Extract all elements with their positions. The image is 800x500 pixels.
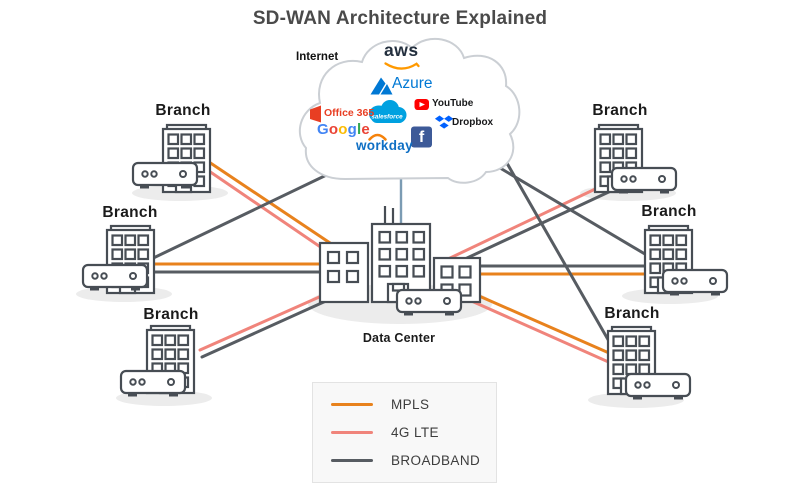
legend-row-mpls: MPLS [331,397,496,412]
data-center-label: Data Center [362,331,436,345]
link-mpls-dc-branch-bottom-right [468,290,627,362]
link-lte-branch-bottom-left-dc [198,288,337,352]
link-lte-dc-branch-bottom-right [465,297,624,370]
branch-label-bottom-left: Branch [143,306,199,323]
facebook-icon [411,126,432,148]
aws-logo-text: aws [384,40,419,60]
office365-icon [310,105,321,123]
legend-label-lte: 4G LTE [391,425,439,440]
salesforce-cloud-icon: salesforce [369,100,407,123]
data-center-buildings [318,206,482,304]
facebook-f-text: f [418,128,425,146]
legend-label-broadband: BROADBAND [391,453,481,468]
branch-label-bottom-right: Branch [604,305,660,322]
internet-cloud [298,38,521,184]
azure-logo-text: Azure [392,75,433,92]
youtube-logo-text: YouTube [432,98,474,109]
office365-logo-text: Office 365 [324,107,375,119]
branch-label-top-left: Branch [155,102,211,119]
branch-router-mid-left [81,263,149,292]
link-lte-branch-top-left-dc [204,167,343,263]
branch-router-top-left [131,161,199,190]
branch-router-top-right [610,166,678,195]
legend-row-lte: 4G LTE [331,425,496,440]
legend-row-broadband: BROADBAND [331,453,496,468]
azure-triangle-icon [370,77,393,95]
link-bb-branch-top-right-dc [450,188,615,267]
google-logo-text: Google [317,121,370,138]
page-title: SD-WAN Architecture Explained [252,8,548,29]
branch-label-mid-left: Branch [102,204,158,221]
branch-router-mid-right [661,268,729,297]
branch-router-bottom-right [624,372,692,401]
broadband-line-swatch-icon [331,458,373,463]
workday-logo-text: workday [356,138,413,153]
mpls-line-swatch-icon [331,402,373,407]
branch-router-bottom-left [119,369,187,398]
legend-label-mpls: MPLS [391,397,430,412]
data-center-router [395,288,463,317]
link-bb-cloud-branch-bottom-right [494,142,620,359]
legend: MPLS 4G LTE BROADBAND [312,382,497,483]
branch-label-mid-right: Branch [641,203,697,220]
link-mpls-branch-top-left-dc [204,158,347,255]
aws-smile-icon [384,62,420,70]
branch-label-top-right: Branch [592,102,648,119]
youtube-play-icon [414,99,429,110]
lte-line-swatch-icon [331,430,373,435]
link-bb-branch-bottom-left-dc [200,294,339,359]
dropbox-logo-text: Dropbox [452,117,494,128]
workday-arc-icon [368,133,387,141]
dropbox-icon [434,115,454,129]
salesforce-wordmark: salesforce [371,114,403,121]
link-lte-branch-top-right-dc [446,180,612,261]
internet-label: Internet [296,51,339,63]
